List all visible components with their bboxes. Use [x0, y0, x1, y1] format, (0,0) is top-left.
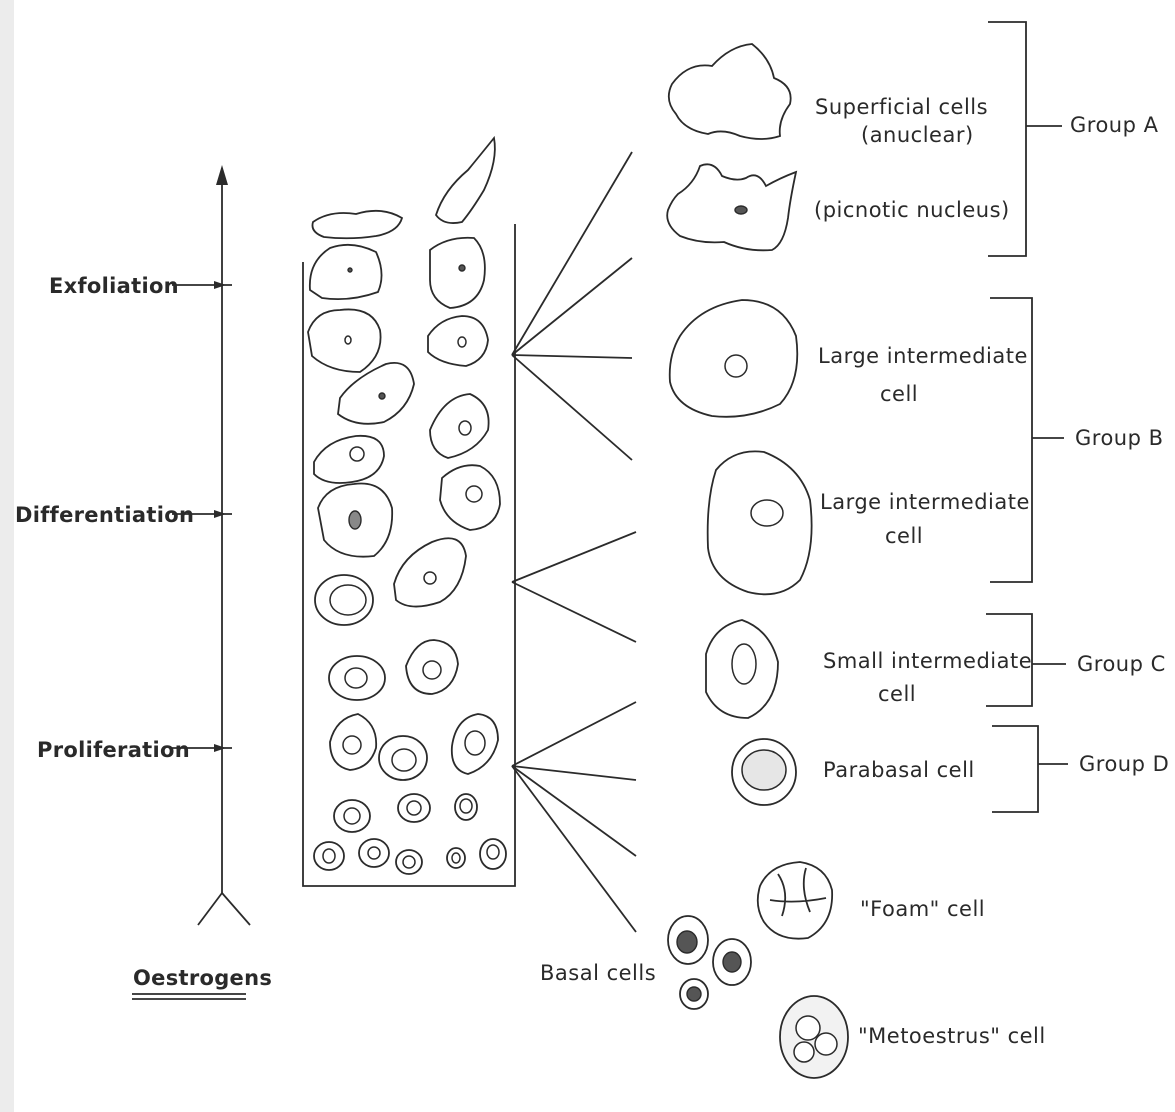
parabasal-cell-label: Parabasal cell: [823, 758, 975, 782]
foam-cell-label: "Foam" cell: [860, 897, 985, 921]
group-b-label: Group B: [1075, 426, 1164, 450]
superficial-anuclear-cell: [669, 44, 791, 139]
proliferation-label: Proliferation: [37, 738, 190, 762]
small-intermediate-label-2: cell: [878, 682, 916, 706]
small-intermediate-cell: [706, 620, 778, 718]
group-c-label: Group C: [1077, 652, 1166, 676]
picnotic-nucleus-label: (picnotic nucleus): [814, 198, 1010, 222]
metoestrus-cell: [780, 996, 848, 1078]
large-intermediate-cell-2: [708, 451, 812, 594]
basal-cells: [668, 916, 751, 1009]
superficial-picnotic-cell: [667, 164, 796, 250]
foam-cell: [758, 862, 832, 939]
anuclear-label: (anuclear): [861, 123, 974, 147]
large-intermediate-1-label-2: cell: [880, 382, 918, 406]
basal-cells-label: Basal cells: [540, 961, 656, 985]
stage-axis: [172, 165, 250, 925]
scan-edge-shading: [0, 0, 14, 1112]
group-a-label: Group A: [1070, 113, 1159, 137]
oestrogens-label: Oestrogens: [133, 966, 272, 990]
differentiation-label: Differentiation: [15, 503, 194, 527]
group-d-label: Group D: [1079, 752, 1169, 776]
large-intermediate-1-label: Large intermediate: [818, 344, 1028, 368]
superficial-cells-label: Superficial cells: [815, 95, 988, 119]
large-intermediate-cell-1: [670, 300, 798, 417]
large-intermediate-2-label: Large intermediate: [820, 490, 1030, 514]
exfoliation-label: Exfoliation: [49, 274, 179, 298]
small-intermediate-label: Small intermediate: [823, 649, 1032, 673]
large-intermediate-2-label-2: cell: [885, 524, 923, 548]
metoestrus-cell-label: "Metoestrus" cell: [858, 1024, 1046, 1048]
group-brackets: [986, 22, 1068, 812]
column-cells: [308, 138, 506, 874]
parabasal-cell: [732, 739, 796, 805]
connector-lines: [512, 152, 636, 932]
